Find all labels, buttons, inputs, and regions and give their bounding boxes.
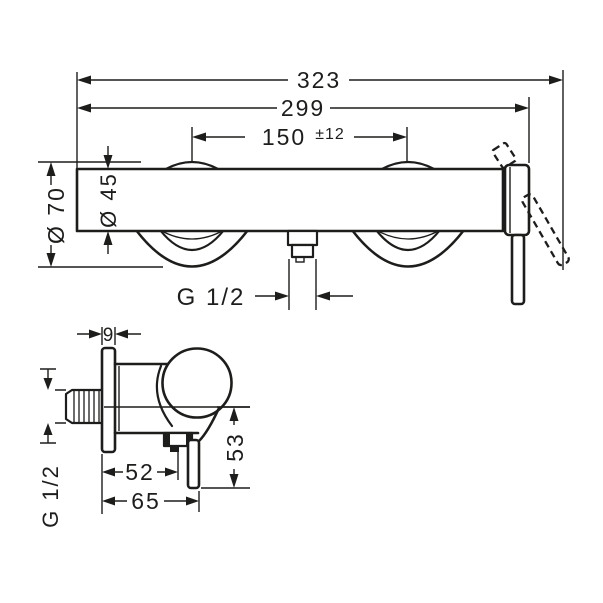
mixer-body-outline [75, 167, 505, 233]
dim-inlet-thread: G 1/2 [38, 368, 66, 528]
dim-mounting-width: 299 [77, 95, 530, 163]
dim-outlet-thread-value: G 1/2 [177, 284, 246, 311]
wall-plate [100, 346, 117, 454]
dim-connection-tolerance: ±12 [315, 126, 345, 143]
dim-connection-centers: 150 ±12 [191, 124, 408, 161]
cartridge-housing-circle [161, 347, 233, 419]
dim-overall-width-value: 323 [297, 67, 341, 93]
dim-overall-width: 323 [76, 67, 564, 270]
side-view: 9 G 1/2 52 65 [38, 325, 250, 528]
dim-mounting-width-value: 299 [281, 95, 325, 121]
dim-escutcheon-diameter-value: Ø 70 [43, 186, 69, 244]
dim-overall-depth-value: 65 [131, 488, 161, 514]
inlet-thread [64, 388, 104, 425]
dim-plate-thickness: 9 [77, 325, 141, 346]
handle-lever-side [186, 438, 201, 490]
escutcheon-right [350, 160, 466, 268]
escutcheon-left [134, 160, 250, 268]
dim-outlet-offset: 52 [101, 450, 179, 514]
dim-inlet-thread-value: G 1/2 [38, 464, 63, 528]
handle-lever-alt-position [491, 141, 570, 267]
dim-plate-thickness-value: 9 [103, 325, 114, 346]
dim-overall-depth: 65 [102, 488, 200, 514]
dim-lever-drop: 53 [201, 406, 250, 489]
outlet-fitting-front [286, 229, 319, 263]
dim-escutcheon-diameter: Ø 70 [38, 161, 163, 268]
handle-lever [510, 233, 526, 306]
dim-outlet-thread: G 1/2 [177, 259, 353, 311]
dim-connection-centers-value: 150 [262, 124, 306, 150]
dim-outlet-offset-value: 52 [125, 459, 155, 485]
handle-neck-curve [197, 406, 221, 443]
dim-body-diameter: Ø 45 [96, 146, 121, 254]
dim-body-diameter-value: Ø 45 [96, 172, 121, 228]
front-view: 323 299 150 ±12 Ø 70 [38, 67, 570, 311]
dim-lever-drop-value: 53 [222, 432, 248, 462]
handle-end-cap [503, 163, 531, 237]
